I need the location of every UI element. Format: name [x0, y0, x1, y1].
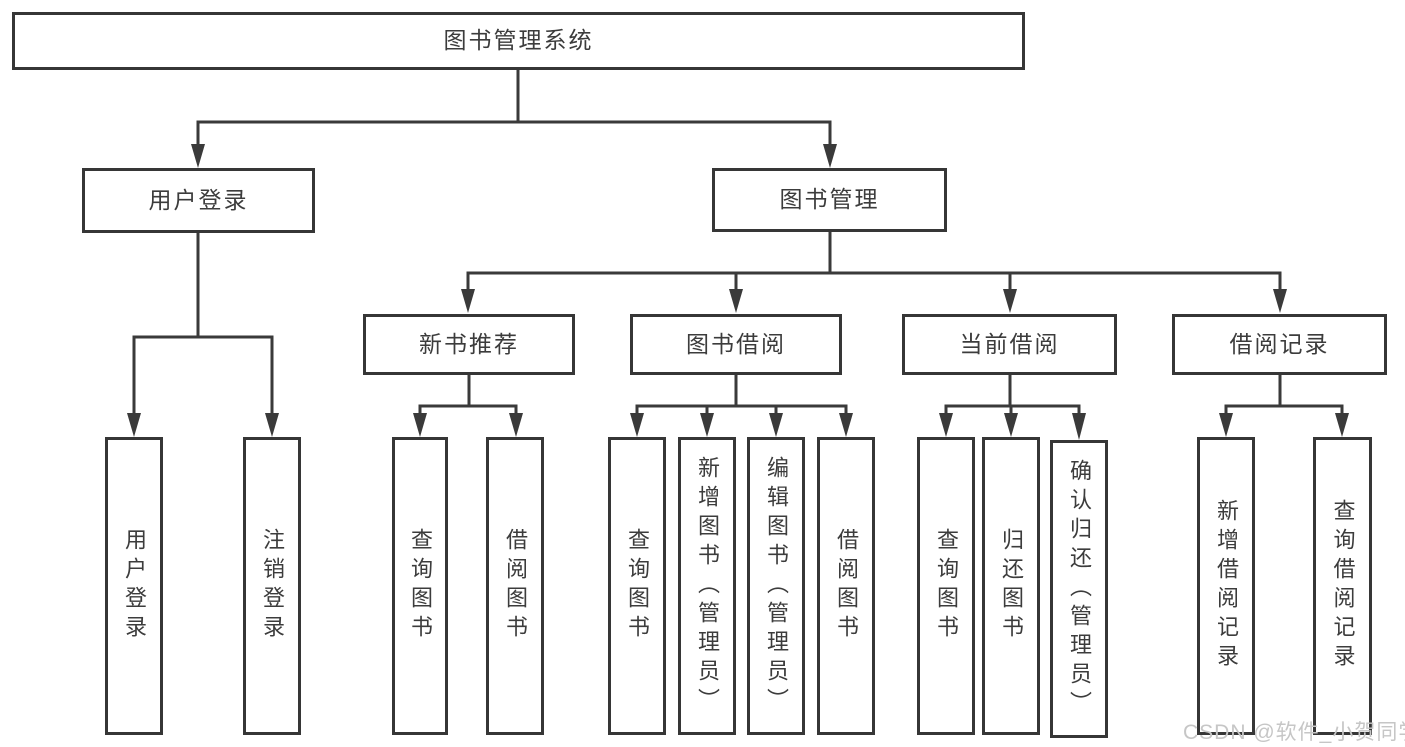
csdn-watermark: CSDN @软件_小贺同学	[1183, 721, 1405, 744]
connector-borrow-records-to-leaves	[1219, 375, 1349, 437]
node-book-borrow: 图书借阅	[630, 314, 842, 375]
connector-book-borrow-to-leaves	[630, 375, 853, 437]
leaf-query-borrow-record: 查询借阅记录	[1313, 437, 1372, 735]
connector-current-borrow-to-leaves	[939, 375, 1086, 440]
connector-root-to-level2	[191, 70, 837, 168]
node-user-login: 用户登录	[82, 168, 315, 233]
leaf-add-borrow-record: 新增借阅记录	[1197, 437, 1255, 735]
leaf-current-query-books: 查询图书	[917, 437, 975, 735]
connector-book-management-to-level3	[461, 232, 1287, 313]
node-book-management: 图书管理	[712, 168, 947, 232]
leaf-borrow-borrow-books: 借阅图书	[817, 437, 875, 735]
leaf-recommend-borrow-books: 借阅图书	[486, 437, 544, 735]
leaf-logout: 注销登录	[243, 437, 301, 735]
node-current-borrow: 当前借阅	[902, 314, 1117, 375]
leaf-add-books-admin: 新增图书（管理员）	[678, 437, 736, 735]
node-new-book-recommend: 新书推荐	[363, 314, 575, 375]
node-borrow-records: 借阅记录	[1172, 314, 1387, 375]
node-root-system: 图书管理系统	[12, 12, 1025, 70]
connector-user-login-to-leaves	[127, 233, 279, 437]
connector-new-book-recommend-to-leaves	[413, 375, 523, 437]
leaf-return-books: 归还图书	[982, 437, 1040, 735]
leaf-confirm-return-admin: 确认归还（管理员）	[1050, 440, 1108, 738]
leaf-edit-books-admin: 编辑图书（管理员）	[747, 437, 805, 735]
leaf-borrow-query-books: 查询图书	[608, 437, 666, 735]
leaf-user-login: 用户登录	[105, 437, 163, 735]
leaf-recommend-query-books: 查询图书	[392, 437, 448, 735]
